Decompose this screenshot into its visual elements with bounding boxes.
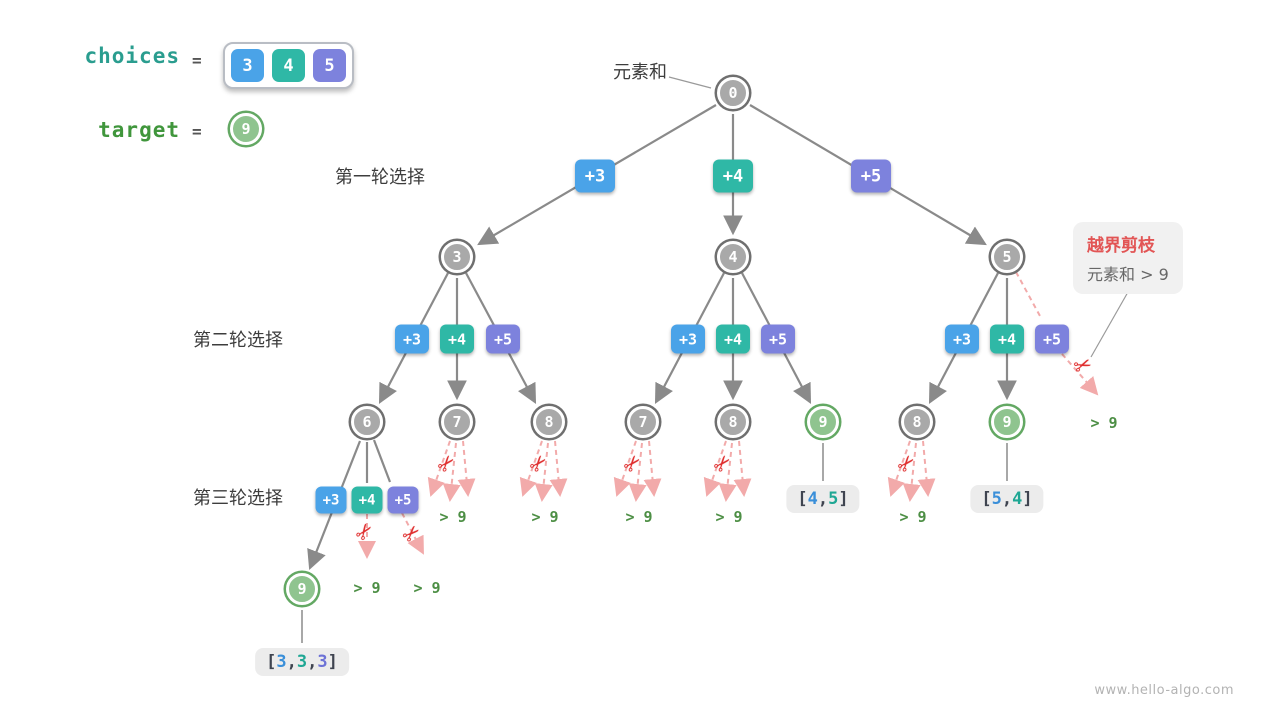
bracket: ] — [327, 652, 338, 672]
result-box-4-5: [4,5] — [786, 485, 860, 513]
prune-callout-desc: 元素和 > 9 — [1087, 265, 1169, 284]
round3-label: 第三轮选择 — [193, 488, 283, 509]
choices-label-wrap: choices — [40, 44, 180, 68]
node-4: 4 — [717, 241, 749, 273]
round2-label: 第二轮选择 — [193, 330, 283, 351]
prune-callout-title: 越界剪枝 — [1087, 236, 1155, 256]
edge-l2c-plus5: +5 — [1035, 324, 1069, 354]
bracket: [ — [266, 652, 277, 672]
edge-l2a-plus5: +5 — [486, 324, 520, 354]
node-7a: 7 — [441, 406, 473, 438]
comma: , — [817, 489, 829, 509]
pruned-edges — [358, 271, 1099, 559]
node-7b: 7 — [627, 406, 659, 438]
choices-label: choices — [84, 44, 180, 68]
exceed-label: > 9 — [625, 508, 653, 526]
edge-l2c-plus4: +4 — [990, 324, 1024, 354]
edge-l2a-plus3: +3 — [395, 324, 429, 354]
result-digit: 3 — [296, 652, 308, 672]
edge-l3-plus5: +5 — [387, 486, 419, 514]
connector-lines — [301, 443, 1008, 643]
target-circle: 9 — [230, 113, 262, 145]
node-3: 3 — [441, 241, 473, 273]
result-digit: 3 — [276, 652, 287, 672]
bracket: ] — [838, 489, 849, 509]
edge-l1-plus5: +5 — [851, 159, 891, 193]
exceed-label: > 9 — [1090, 414, 1118, 432]
exceed-label: > 9 — [531, 508, 559, 526]
node-9b: 9 — [991, 406, 1023, 438]
edge-l1-plus3: +3 — [575, 159, 615, 193]
target-label: target — [98, 118, 180, 142]
watermark: www.hello-algo.com — [1094, 683, 1234, 698]
edge-l2b-plus4: +4 — [716, 324, 750, 354]
node-6: 6 — [351, 406, 383, 438]
edge-l3-plus4: +4 — [351, 486, 383, 514]
result-box-3-3-3: [3,3,3] — [255, 648, 349, 676]
target-label-wrap: target — [40, 118, 180, 142]
node-9a: 9 — [807, 406, 839, 438]
edge-l3-plus3: +3 — [315, 486, 347, 514]
exceed-label: > 9 — [353, 579, 381, 597]
edge-l1-plus4: +4 — [713, 159, 753, 193]
result-digit: 4 — [807, 489, 818, 509]
prune-callout: 越界剪枝 元素和 > 9 — [1073, 222, 1183, 294]
exceed-label: > 9 — [439, 508, 467, 526]
choices-box: 3 4 5 — [223, 42, 354, 89]
exceed-label: > 9 — [899, 508, 927, 526]
result-digit: 4 — [1012, 489, 1023, 509]
sum-label: 元素和 — [613, 62, 667, 83]
edge-l2b-plus5: +5 — [761, 324, 795, 354]
exceed-label: > 9 — [715, 508, 743, 526]
result-box-5-4: [5,4] — [970, 485, 1044, 513]
result-digit: 5 — [828, 489, 839, 509]
node-8c: 8 — [901, 406, 933, 438]
pointer-lines — [668, 76, 1129, 358]
equals-sign-choices: = — [192, 51, 202, 70]
result-digit: 5 — [991, 489, 1002, 509]
result-digit: 3 — [317, 652, 328, 672]
bracket: [ — [797, 489, 808, 509]
node-8b: 8 — [717, 406, 749, 438]
comma: , — [307, 652, 318, 672]
node-8a: 8 — [533, 406, 565, 438]
choice-value-3: 3 — [231, 49, 264, 82]
equals-sign-target: = — [192, 122, 202, 141]
edge-l2b-plus3: +3 — [671, 324, 705, 354]
exceed-label: > 9 — [413, 579, 441, 597]
node-root-0: 0 — [717, 77, 749, 109]
edge-l2a-plus4: +4 — [440, 324, 474, 354]
comma: , — [286, 652, 297, 672]
edge-l2c-plus3: +3 — [945, 324, 979, 354]
comma: , — [1001, 489, 1013, 509]
round1-label: 第一轮选择 — [335, 167, 425, 188]
node-9-bottom: 9 — [286, 573, 318, 605]
choice-value-5: 5 — [313, 49, 346, 82]
choice-value-4: 4 — [272, 49, 305, 82]
bracket: ] — [1022, 489, 1033, 509]
node-5: 5 — [991, 241, 1023, 273]
bracket: [ — [981, 489, 992, 509]
